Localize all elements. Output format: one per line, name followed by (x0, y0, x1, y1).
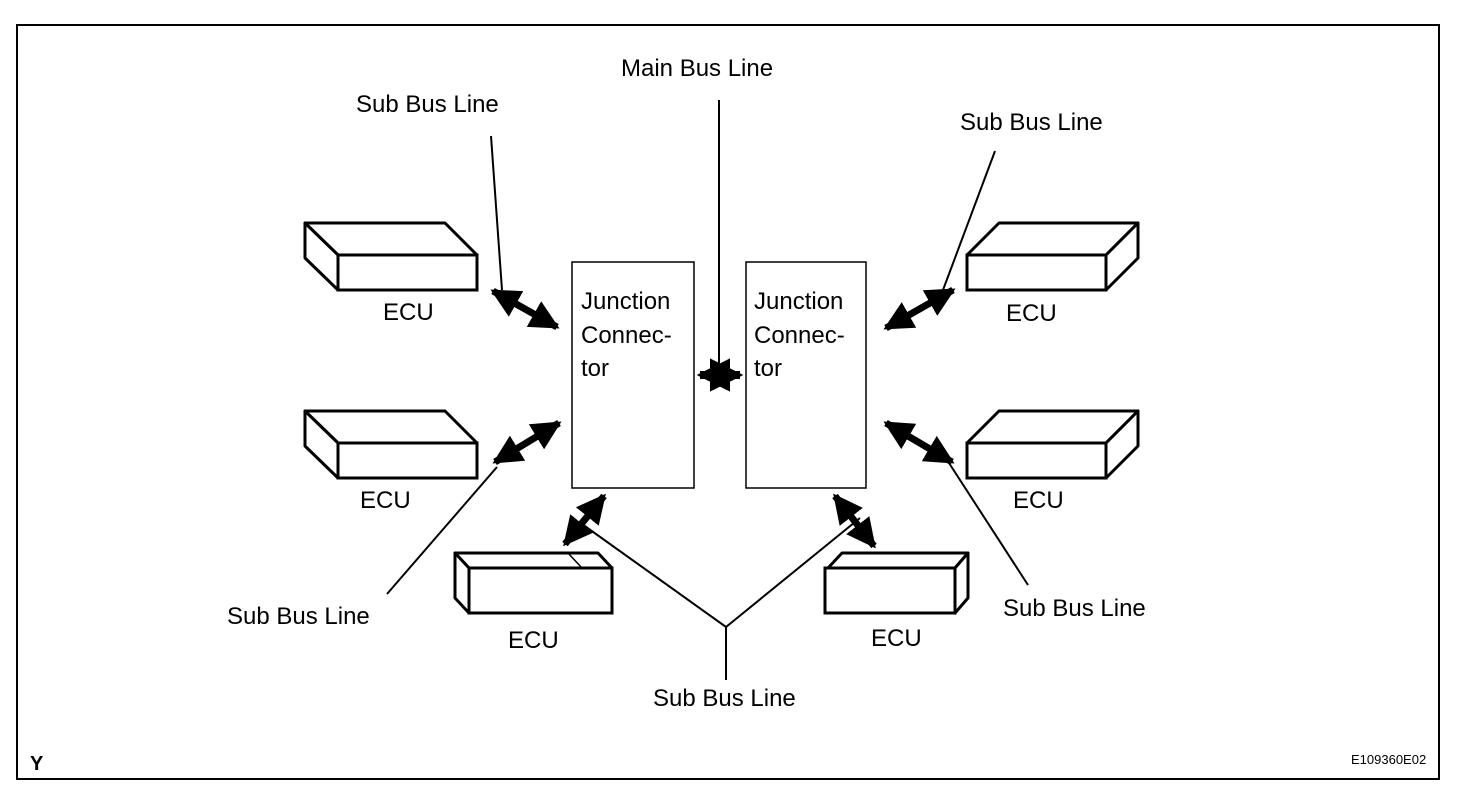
leader-line (948, 462, 1029, 586)
ecu-box: ECU (823, 551, 970, 652)
junction-connector-label-line: Connec- (581, 322, 672, 349)
sub-bus-arrow (883, 286, 956, 332)
leader-line (386, 466, 498, 595)
sub-bus-arrow (832, 493, 877, 549)
sub-bus-arrow (562, 493, 607, 547)
ecu-label: ECU (383, 299, 434, 326)
leader-line (581, 517, 861, 629)
ecu-box: ECU (965, 221, 1140, 327)
leader-line (942, 150, 996, 291)
ecu-label: ECU (508, 627, 559, 654)
ecu-label: ECU (1006, 300, 1057, 327)
sub-bus-leader-lines (386, 135, 1029, 680)
ecu-label: ECU (1013, 487, 1064, 514)
ecu-box: ECU (303, 409, 479, 514)
junction-connector-label-line: tor (754, 355, 782, 382)
sub-bus-arrow (490, 287, 560, 331)
figure-code: E109360E02 (1351, 752, 1426, 767)
sub-bus-label: Sub Bus Line (1003, 595, 1146, 622)
ecu-box: ECU (965, 409, 1140, 514)
sub-bus-arrows (490, 286, 956, 549)
junction-connector-label-line: tor (581, 355, 609, 382)
ecu-label: ECU (871, 625, 922, 652)
ecu-box: ECU (303, 221, 479, 326)
ecu-box: ECU (453, 551, 614, 654)
junction-connector-right: Junction Connec- tor (745, 261, 867, 489)
corner-mark: Y (30, 753, 44, 775)
sub-bus-label: Sub Bus Line (227, 603, 370, 630)
sub-bus-arrow (492, 420, 562, 465)
leader-line (490, 135, 503, 291)
sub-bus-label: Sub Bus Line (356, 91, 499, 118)
junction-connector-label-line: Junction (581, 288, 670, 315)
sub-bus-label: Sub Bus Line (960, 109, 1103, 136)
ecu-label: ECU (360, 487, 411, 514)
junction-connector-left: Junction Connec- tor (571, 261, 695, 489)
main-bus-label: Main Bus Line (621, 55, 773, 82)
figure-frame (16, 24, 1440, 780)
junction-connector-label-line: Junction (754, 288, 843, 315)
junction-connector-label-line: Connec- (754, 322, 845, 349)
sub-bus-label: Sub Bus Line (653, 685, 796, 712)
sub-bus-arrow (883, 419, 955, 466)
